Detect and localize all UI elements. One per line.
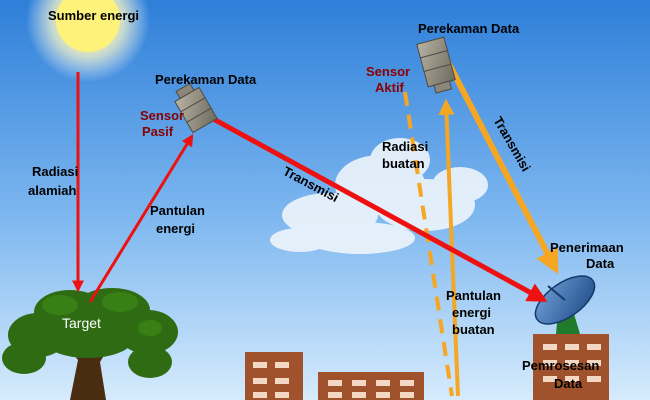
sun-icon [26,0,150,82]
active-sensor-label-1: Sensor [366,64,410,79]
passive-sensor-label-1: Sensor [140,108,184,123]
building-icon [245,352,303,400]
processing-label-2: Data [554,376,583,391]
receiving-label-1: Penerimaan [550,240,624,255]
passive-transmission-arrow [206,113,548,303]
dish-antenna-icon [534,275,596,334]
processing-label-1: Pemrosesan [522,358,599,373]
artificial-radiation-arrow [403,91,454,397]
artificial-reflection-label-2: energi [452,305,491,320]
natural-radiation-label-1: Radiasi [32,164,78,179]
passive-sensor-label-2: Pasif [142,124,174,139]
active-sensor-label-2: Aktif [375,80,405,95]
artificial-radiation-label-1: Radiasi [382,139,428,154]
energy-reflection-label-2: energi [156,221,195,236]
artificial-radiation-label-2: buatan [382,156,425,171]
tree-icon [2,288,178,400]
satellite-icon [416,36,456,94]
target-label: Target [62,315,101,331]
natural-radiation-label-2: alamiah [28,183,76,198]
energy-source-label: Sumber energi [48,8,139,23]
building-icon [318,372,424,400]
artificial-reflection-label-1: Pantulan [446,288,501,303]
energy-reflection-label-1: Pantulan [150,203,205,218]
active-recording-label: Perekaman Data [418,21,520,36]
artificial-reflection-label-3: buatan [452,322,495,337]
building-icon [533,334,609,400]
active-transmission-arrow [445,60,559,275]
receiving-label-2: Data [586,256,615,271]
satellite-icon [174,82,218,134]
passive-recording-label: Perekaman Data [155,72,257,87]
energy-reflection-arrow [88,133,194,303]
